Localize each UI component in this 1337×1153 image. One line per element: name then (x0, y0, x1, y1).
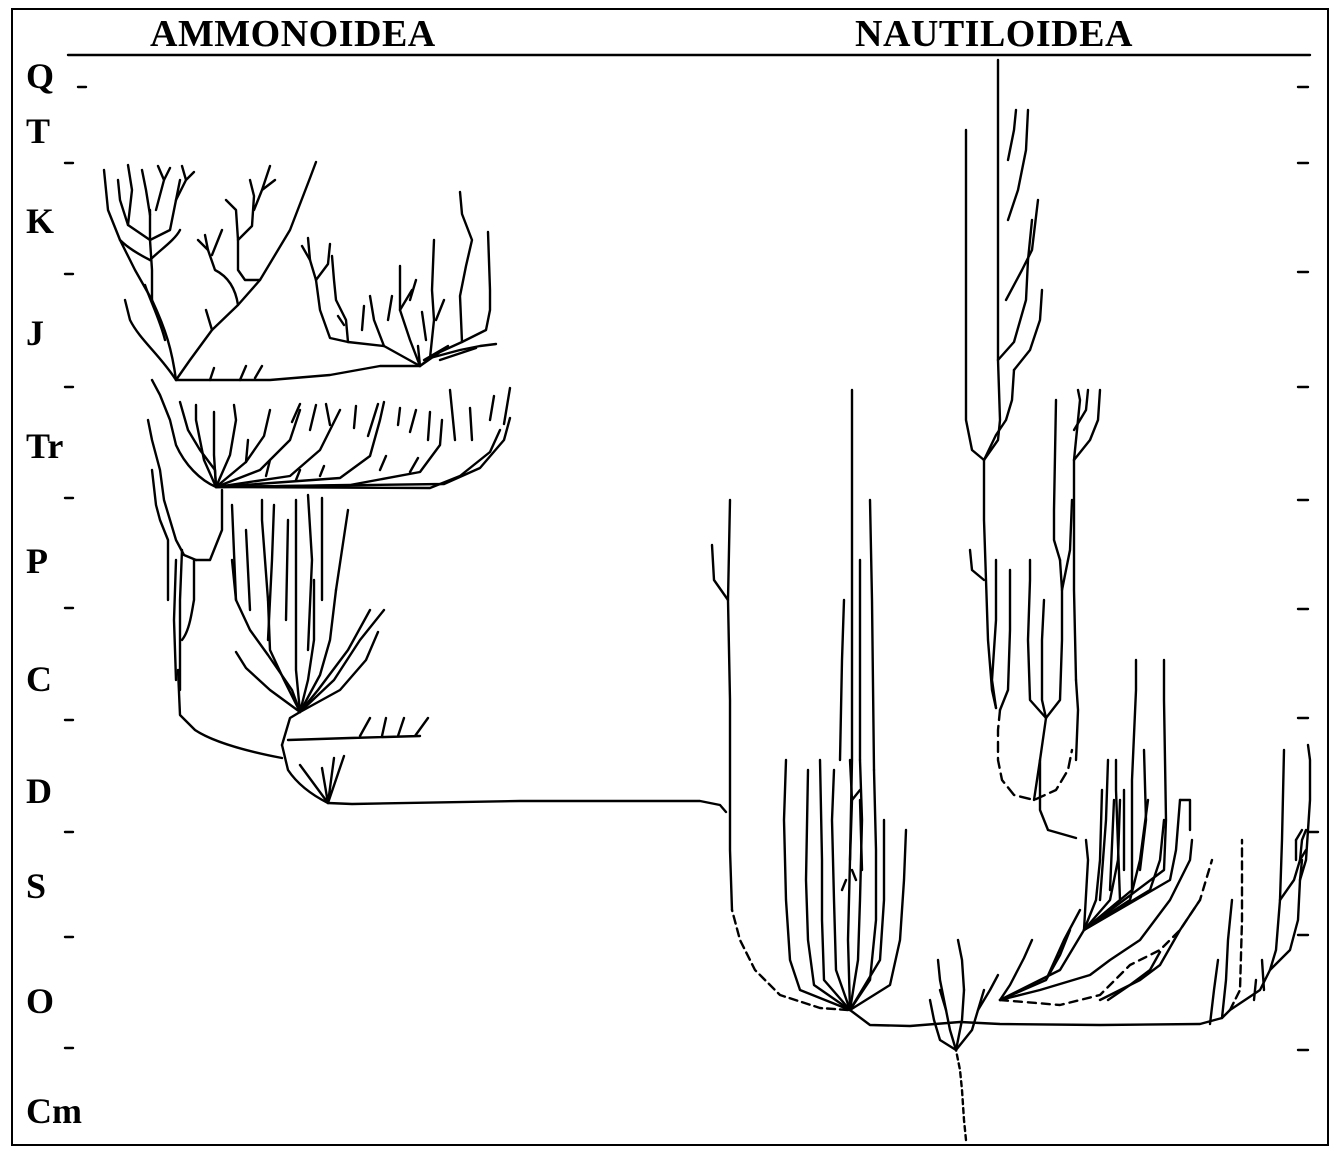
nautiloidea-tree (712, 60, 1310, 1140)
ammonoidea-tree (104, 162, 726, 812)
boundary-ticks (65, 87, 1318, 1050)
